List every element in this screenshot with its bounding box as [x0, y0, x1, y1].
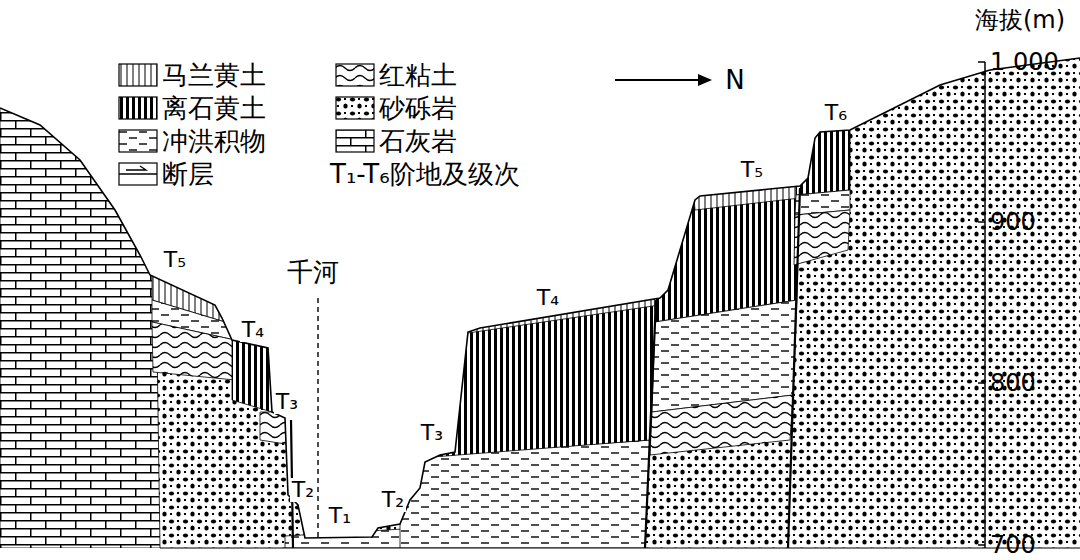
- tick-label: 700: [990, 532, 1036, 558]
- tick-label: 900: [990, 209, 1036, 235]
- legend-text: T₁-T₆阶地及级次: [330, 160, 520, 189]
- tick-label: 800: [990, 370, 1036, 396]
- legend-swatch: [118, 162, 158, 186]
- base-line: [160, 547, 1080, 548]
- terrace-label: T₁: [327, 504, 353, 528]
- river-name: 千河: [285, 258, 341, 287]
- legend-swatch: [118, 96, 158, 120]
- legend-swatch: [118, 129, 158, 153]
- terrace-label: T₃: [274, 390, 300, 414]
- terrace-label: T₃: [419, 421, 445, 445]
- legend-text: 断层: [162, 160, 214, 189]
- legend-swatch: [118, 63, 158, 87]
- terrace-label: T₄: [240, 318, 266, 342]
- legend-text: 红粘土: [379, 61, 457, 90]
- river-axis: [317, 298, 318, 540]
- axis-title: 海拔(m): [975, 7, 1065, 33]
- terrace-label: T₄: [535, 286, 561, 310]
- legend-swatch: [335, 63, 375, 87]
- faults: [291, 188, 800, 548]
- terrace-label: T₂: [290, 478, 316, 502]
- legend-text: 冲洪积物: [162, 127, 266, 156]
- terrace-label: T₅: [739, 158, 765, 182]
- north-arrow: [615, 74, 712, 86]
- ground-surface: [0, 58, 1080, 538]
- legend-swatch: [335, 129, 375, 153]
- legend-text: 马兰黄土: [162, 61, 266, 90]
- altitude-axis: [978, 62, 985, 548]
- legend-text: 砂砾岩: [379, 94, 457, 123]
- tick-label: 1 000: [990, 49, 1059, 75]
- north-label: N: [725, 66, 744, 95]
- legend-text: 石灰岩: [379, 127, 457, 156]
- terrace-label: T₆: [823, 101, 849, 125]
- terrace-label: T₅: [162, 248, 188, 272]
- legend-swatch: [335, 96, 375, 120]
- legend-text: 离石黄土: [162, 94, 266, 123]
- terrace-label: T₂: [380, 488, 406, 512]
